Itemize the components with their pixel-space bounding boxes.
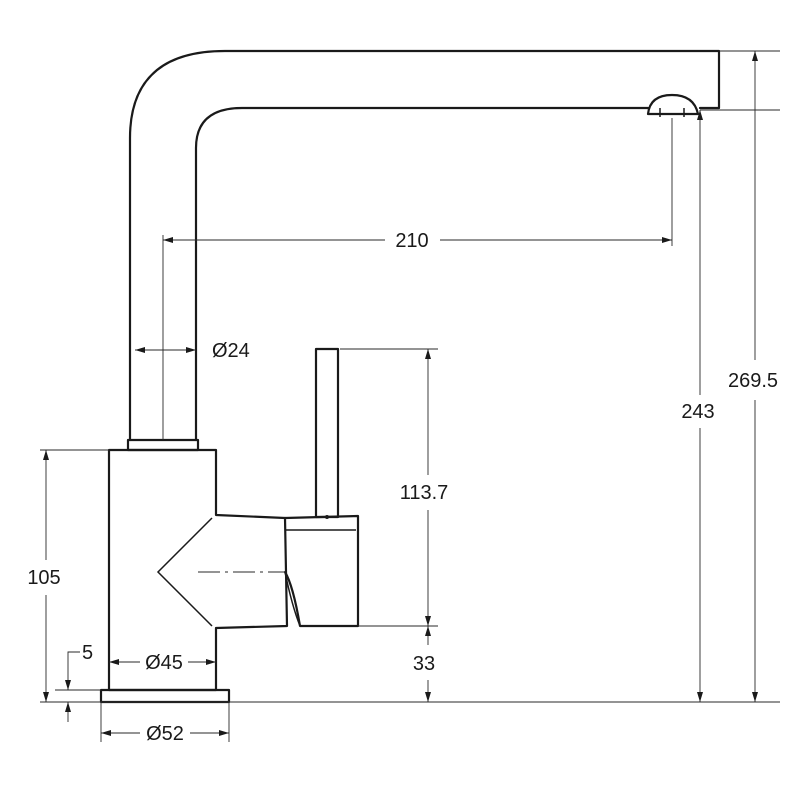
faucet-outline — [99, 49, 721, 704]
dim-label-body-diameter: Ø45 — [145, 652, 183, 674]
spout-inner-contour — [194, 106, 650, 442]
dim-label-spout-height: 243 — [681, 401, 714, 423]
extension-lines — [40, 50, 780, 742]
collar-ring — [126, 438, 200, 452]
dim-label-lever-base-height: 33 — [413, 653, 435, 675]
dim-label-total-height: 269.5 — [728, 370, 778, 392]
dim-label-body-height: 105 — [27, 567, 60, 589]
faucet-body — [107, 448, 289, 692]
lever-pivot-dot — [325, 515, 329, 519]
lever-handle — [314, 347, 340, 519]
dim-label-base-diameter: Ø52 — [146, 723, 184, 745]
dim-label-pipe-diameter: Ø24 — [212, 340, 250, 362]
spout-outer-contour — [128, 49, 721, 442]
dimension-lines — [43, 51, 758, 736]
dim-label-lever-height: 113.7 — [400, 482, 449, 504]
base-plate — [99, 688, 231, 704]
body-chamfer — [156, 517, 213, 627]
dim-label-spout-reach: 210 — [395, 230, 428, 252]
lever-curve — [284, 571, 301, 627]
dimension-labels: 210 Ø24 269.5 243 113.7 105 5 33 Ø45 Ø52 — [27, 230, 778, 745]
dim-label-base-thickness: 5 — [82, 642, 93, 664]
aerator — [646, 93, 700, 116]
lever-body — [283, 514, 360, 628]
